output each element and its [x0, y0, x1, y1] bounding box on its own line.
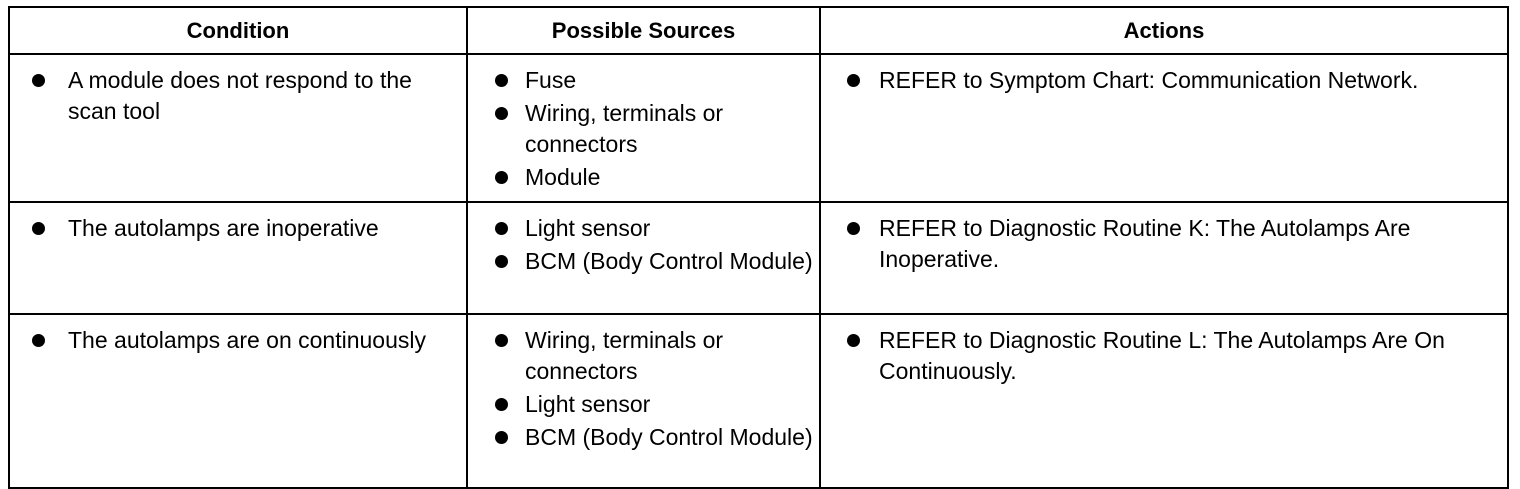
- header-condition: Condition: [8, 6, 468, 55]
- list-item: The autolamps are inoperative: [16, 213, 460, 244]
- list-item: Wiring, terminals or connectors: [474, 325, 813, 387]
- condition-list: The autolamps are on continuously: [16, 325, 460, 356]
- list-item: Fuse: [474, 65, 813, 96]
- table-row: The autolamps are inoperative Light sens…: [8, 201, 1509, 315]
- sources-list: Fuse Wiring, terminals or connectors Mod…: [474, 65, 813, 193]
- list-item: BCM (Body Control Module): [474, 422, 813, 453]
- header-actions: Actions: [819, 6, 1509, 55]
- list-item: Wiring, terminals or connectors: [474, 98, 813, 160]
- condition-list: The autolamps are inoperative: [16, 213, 460, 244]
- sources-list: Light sensor BCM (Body Control Module): [474, 213, 813, 277]
- table-row: A module does not respond to the scan to…: [8, 53, 1509, 203]
- list-item: A module does not respond to the scan to…: [16, 65, 460, 127]
- table-row: The autolamps are on continuously Wiring…: [8, 313, 1509, 489]
- condition-cell: The autolamps are inoperative: [8, 201, 468, 315]
- list-item: The autolamps are on continuously: [16, 325, 460, 356]
- symptom-chart-table: Condition Possible Sources Actions A mod…: [8, 6, 1509, 489]
- list-item: REFER to Diagnostic Routine K: The Autol…: [827, 213, 1501, 275]
- list-item: Light sensor: [474, 213, 813, 244]
- list-item: REFER to Diagnostic Routine L: The Autol…: [827, 325, 1501, 387]
- actions-cell: REFER to Diagnostic Routine K: The Autol…: [819, 201, 1509, 315]
- sources-cell: Wiring, terminals or connectors Light se…: [466, 313, 821, 489]
- list-item: REFER to Symptom Chart: Communication Ne…: [827, 65, 1501, 96]
- list-item: Module: [474, 162, 813, 193]
- actions-list: REFER to Diagnostic Routine L: The Autol…: [827, 325, 1501, 387]
- header-possible-sources: Possible Sources: [466, 6, 821, 55]
- actions-list: REFER to Symptom Chart: Communication Ne…: [827, 65, 1501, 96]
- condition-cell: The autolamps are on continuously: [8, 313, 468, 489]
- sources-list: Wiring, terminals or connectors Light se…: [474, 325, 813, 453]
- condition-cell: A module does not respond to the scan to…: [8, 53, 468, 203]
- condition-list: A module does not respond to the scan to…: [16, 65, 460, 127]
- sources-cell: Fuse Wiring, terminals or connectors Mod…: [466, 53, 821, 203]
- actions-cell: REFER to Diagnostic Routine L: The Autol…: [819, 313, 1509, 489]
- actions-cell: REFER to Symptom Chart: Communication Ne…: [819, 53, 1509, 203]
- table-header-row: Condition Possible Sources Actions: [8, 6, 1509, 55]
- actions-list: REFER to Diagnostic Routine K: The Autol…: [827, 213, 1501, 275]
- list-item: Light sensor: [474, 389, 813, 420]
- list-item: BCM (Body Control Module): [474, 246, 813, 277]
- sources-cell: Light sensor BCM (Body Control Module): [466, 201, 821, 315]
